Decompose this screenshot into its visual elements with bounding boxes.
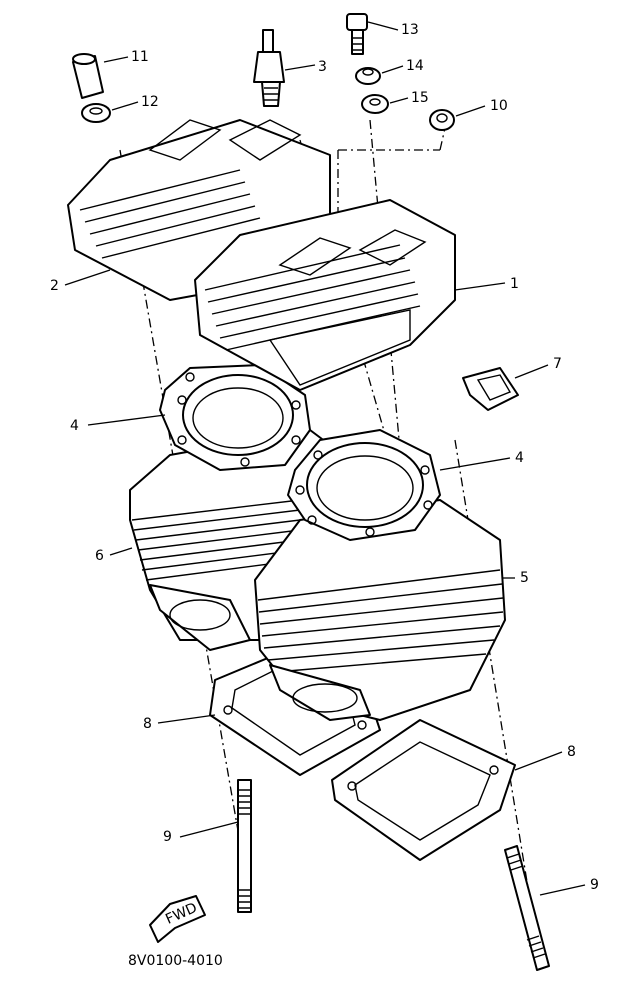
washer-12 xyxy=(81,103,111,123)
callout-4b: 4 xyxy=(515,450,524,466)
callout-1: 1 xyxy=(510,276,519,292)
callout-2: 2 xyxy=(50,278,59,294)
stud-bolt-left xyxy=(237,779,252,913)
callout-8b: 8 xyxy=(567,744,576,760)
spark-plug xyxy=(253,29,285,107)
drawing-code: 8V0100-4010 xyxy=(128,953,223,969)
callout-5: 5 xyxy=(520,570,529,586)
cylinder-right xyxy=(254,499,506,721)
callout-15: 15 xyxy=(411,90,429,106)
washer-14 xyxy=(355,67,381,85)
callout-leaders xyxy=(64,21,586,896)
callout-9b: 9 xyxy=(590,877,599,893)
rubber-damper xyxy=(462,367,519,411)
callout-8a: 8 xyxy=(143,716,152,732)
stud-bolt-right xyxy=(504,845,550,971)
callout-4a: 4 xyxy=(70,418,79,434)
callout-labels: 1 2 3 4 4 5 6 7 8 8 9 9 10 11 12 13 14 1… xyxy=(50,22,599,893)
washer-15 xyxy=(361,94,389,114)
head-gasket-left xyxy=(159,364,311,471)
callout-3: 3 xyxy=(318,59,327,75)
callout-6: 6 xyxy=(95,548,104,564)
callout-13: 13 xyxy=(401,22,419,38)
collar-11 xyxy=(72,53,104,99)
callout-12: 12 xyxy=(141,94,159,110)
callout-11: 11 xyxy=(131,49,149,65)
head-bolt xyxy=(346,13,368,55)
head-gasket-right xyxy=(287,429,441,541)
nut-10 xyxy=(429,109,455,131)
forward-direction-arrow: FWD xyxy=(149,895,206,943)
callout-10: 10 xyxy=(490,98,508,114)
callout-9a: 9 xyxy=(163,829,172,845)
cylinder-head-right xyxy=(194,199,456,391)
callout-7: 7 xyxy=(553,356,562,372)
base-gasket-right xyxy=(331,719,516,861)
callout-14: 14 xyxy=(406,58,424,74)
